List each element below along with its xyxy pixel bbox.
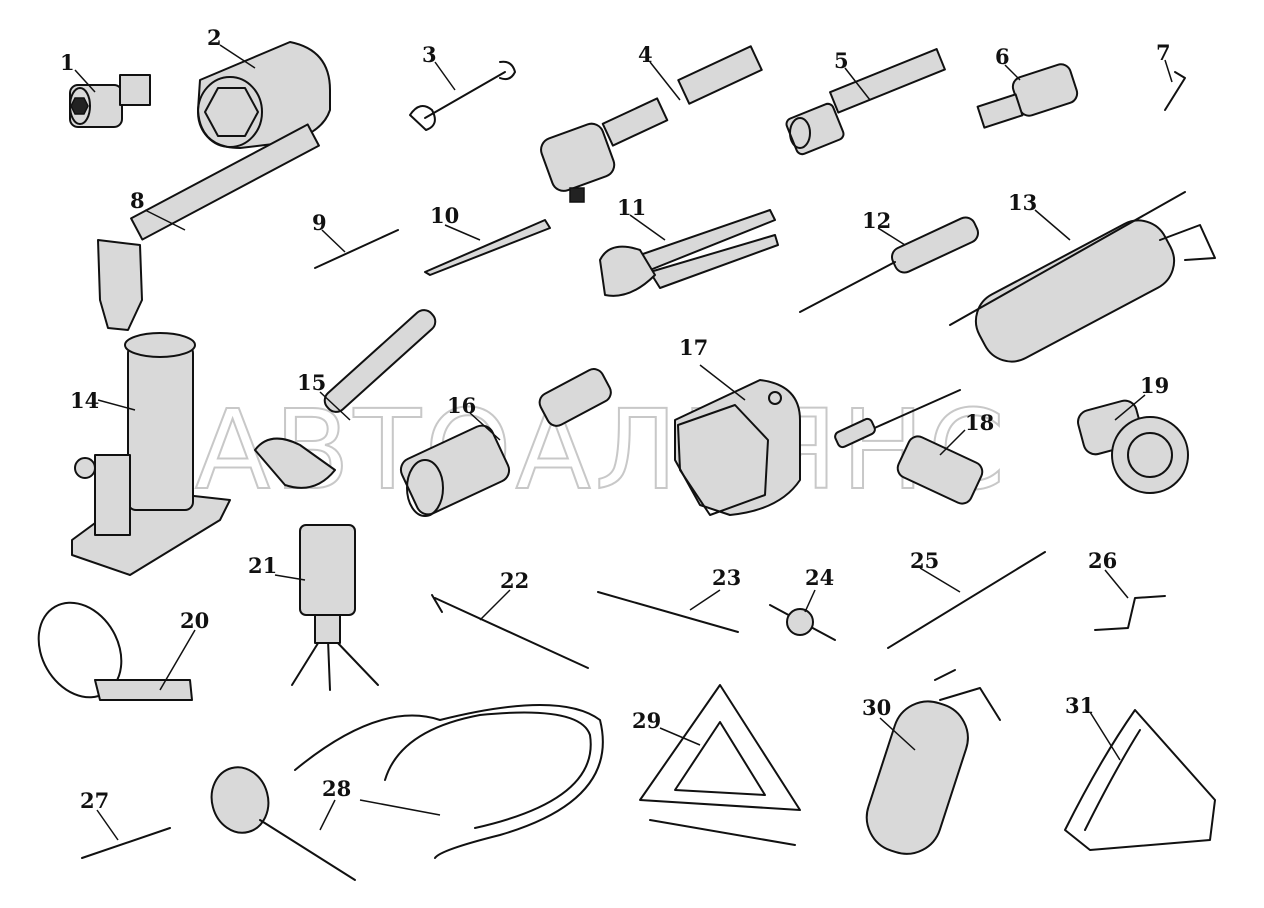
- part-10-chisel: [424, 219, 551, 276]
- part-4-ratchet-wrench: [540, 45, 763, 203]
- callout-19: 19: [1140, 373, 1169, 398]
- part-30-fire-extinguisher: [865, 669, 1001, 855]
- part-6-universal-joint: [976, 63, 1079, 129]
- part-17-large-hex-socket: [674, 379, 801, 516]
- part-29-warning-triangle: [639, 684, 801, 846]
- callout-26: 26: [1088, 548, 1117, 573]
- part-14-bottle-jack: [71, 332, 231, 576]
- callout-24: 24: [805, 565, 834, 590]
- leader-lines: [74, 44, 1173, 841]
- callout-8: 8: [130, 188, 145, 213]
- callout-2: 2: [207, 25, 222, 50]
- callout-21: 21: [248, 553, 277, 578]
- part-21-work-lamp: [291, 524, 379, 691]
- part-23-tube: [597, 591, 739, 633]
- callout-7: 7: [1156, 40, 1171, 65]
- callout-22: 22: [500, 568, 529, 593]
- callout-23: 23: [712, 565, 741, 590]
- callout-17: 17: [679, 335, 708, 360]
- part-5-extension-socket: [785, 48, 946, 156]
- callout-6: 6: [995, 44, 1010, 69]
- part-20-filter-strap-wrench: [37, 601, 193, 701]
- callout-3: 3: [422, 42, 437, 67]
- callout-10: 10: [430, 203, 459, 228]
- callout-4: 4: [638, 42, 653, 67]
- callout-9: 9: [312, 210, 327, 235]
- callout-29: 29: [632, 708, 661, 733]
- part-19-ring-spanner: [1077, 399, 1189, 494]
- callout-27: 27: [80, 788, 109, 813]
- part-28-tire-gauge-hose: [210, 704, 604, 881]
- callout-25: 25: [910, 548, 939, 573]
- part-31-wheel-chock: [1064, 709, 1216, 851]
- part-3-open-end-wrench: [409, 60, 516, 131]
- part-7-hex-key: [1164, 71, 1186, 111]
- callout-20: 20: [180, 608, 209, 633]
- part-8-hammer: [97, 123, 320, 331]
- part-13-grease-gun: [834, 191, 1216, 449]
- callout-31: 31: [1065, 693, 1094, 718]
- part-15-adjustable-wrench: [254, 309, 437, 489]
- watermark: АВТОАЛЬЯНС: [195, 386, 1009, 514]
- part-1-socket-adapter: [69, 74, 151, 128]
- callout-14: 14: [70, 388, 99, 413]
- callout-13: 13: [1008, 190, 1037, 215]
- part-26-crank-handle: [1094, 595, 1166, 631]
- part-12-screwdriver: [799, 216, 979, 313]
- callout-28: 28: [322, 776, 351, 801]
- part-16-wheel-socket: [399, 368, 612, 517]
- part-25-rod: [887, 551, 1046, 649]
- callout-1: 1: [60, 50, 75, 75]
- part-9-punch: [314, 229, 399, 269]
- part-27-small-rod: [81, 827, 171, 859]
- callout-labels: 1 2 3 4 5 6 7 8 9 10 11 12 13 14 15 16 1…: [60, 25, 1171, 813]
- part-22-pry-bar: [431, 594, 589, 669]
- callout-30: 30: [862, 695, 891, 720]
- part-24-die-holder: [769, 604, 836, 641]
- callout-5: 5: [834, 48, 849, 73]
- callout-11: 11: [617, 195, 646, 220]
- callout-16: 16: [447, 393, 476, 418]
- callout-18: 18: [965, 410, 994, 435]
- callout-15: 15: [297, 370, 326, 395]
- callout-12: 12: [862, 208, 891, 233]
- part-11-pliers: [599, 209, 779, 297]
- part-18-socket-wrench: [896, 435, 984, 505]
